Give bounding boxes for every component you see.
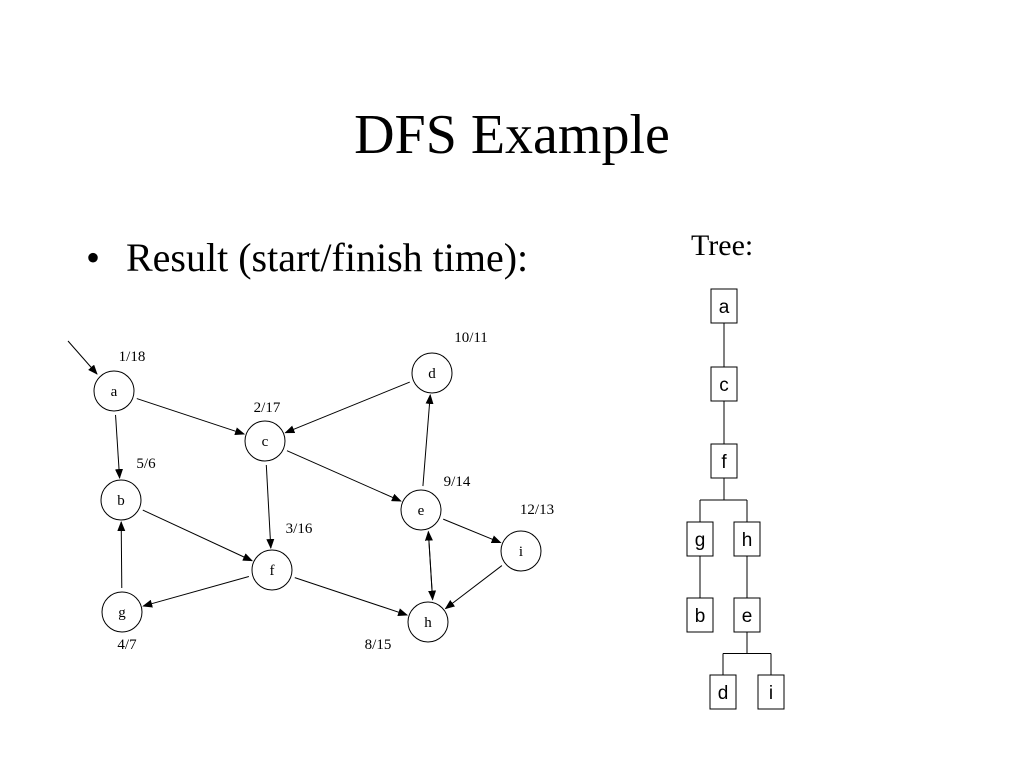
bullet-text: Result (start/finish time): [126,235,529,280]
node-circle [93,370,135,412]
bullet-item: • Result (start/finish time): [86,232,528,284]
graph-node-i: i [500,530,542,572]
time-label-d: 10/11 [454,330,488,346]
node-circle [407,601,449,643]
node-label: g [118,605,126,621]
edge-e-to-d [422,393,434,487]
edge-b-to-f [142,509,253,562]
graph-edges [67,340,503,616]
edge-g-to-b [117,520,126,589]
graph-nodes: a 1/18 b 5/6 c 2/17 d 10/11 e 9/14 f 3/16 g 4/7 h 8/15 i… [93,330,554,653]
node-label: a [111,384,118,400]
tree-heading: Tree: [691,229,754,262]
tree-node-d: d [709,674,737,710]
tree-node-box [709,674,737,710]
graph-node-e: e [400,489,442,531]
edge-d-to-c [284,381,410,434]
tree-node-box [686,521,714,557]
node-circle [244,420,286,462]
tree-node-label: e [742,606,753,627]
graph-node-c: c [244,420,286,462]
tree-node-label: b [695,606,706,627]
time-label-a: 1/18 [119,349,146,365]
bullet-symbol: • [86,235,101,280]
tree-node-i: i [757,674,785,710]
tree-node-label: i [769,683,773,704]
node-label: d [428,366,436,382]
tree-node-box [710,366,738,402]
node-label: f [270,563,275,579]
tree-node-box [733,521,761,557]
edge-f-to-h [294,577,409,616]
graph-node-b: b [100,479,142,521]
tree-node-label: d [718,683,729,704]
tree-node-box [710,288,738,324]
edge-h-to-e [424,530,433,598]
time-label-c: 2/17 [254,400,281,416]
time-label-f: 3/16 [286,521,313,537]
node-circle [251,549,293,591]
time-label-i: 12/13 [520,502,554,518]
tree-node-g: g [686,521,714,557]
tree-node-c: c [710,366,738,402]
node-label: i [519,544,523,560]
graph-node-f: f [251,549,293,591]
start-arrow [67,340,98,375]
graph-node-d: d [411,352,453,394]
time-label-h: 8/15 [365,637,392,653]
graph-node-a: a [93,370,135,412]
edge-i-to-h [444,565,503,610]
node-circle [101,591,143,633]
time-label-g: 4/7 [117,637,137,653]
tree-node-label: h [742,530,753,551]
tree-edges [699,323,772,675]
tree-node-box [686,597,714,633]
edge-f-to-g [142,575,250,608]
tree-node-label: a [719,297,730,318]
node-label: c [262,434,269,450]
graph-node-g: g [101,591,143,633]
edge-c-to-e [286,450,402,502]
node-label: b [117,493,125,509]
tree-node-h: h [733,521,761,557]
time-label-e: 9/14 [444,474,471,490]
tree-node-e: e [733,597,761,633]
tree-node-box [733,597,761,633]
slide-title: DFS Example [354,104,670,166]
node-circle [400,489,442,531]
node-label: h [424,615,432,631]
node-circle [100,479,142,521]
edge-c-to-f [265,464,275,550]
tree-node-label: c [719,375,729,396]
tree-node-label: f [721,452,727,473]
node-label: e [418,503,425,519]
tree-node-b: b [686,597,714,633]
tree-nodes: a c f g h b e d i [686,288,785,710]
tree-node-label: g [695,530,706,551]
node-circle [411,352,453,394]
node-circle [500,530,542,572]
tree-node-box [757,674,785,710]
edge-a-to-b [115,414,124,480]
graph-node-h: h [407,601,449,643]
tree-node-a: a [710,288,738,324]
edge-e-to-i [443,518,502,544]
tree-node-box [710,443,738,479]
time-label-b: 5/6 [136,456,156,472]
tree-node-f: f [710,443,738,479]
edge-a-to-c [136,398,246,436]
